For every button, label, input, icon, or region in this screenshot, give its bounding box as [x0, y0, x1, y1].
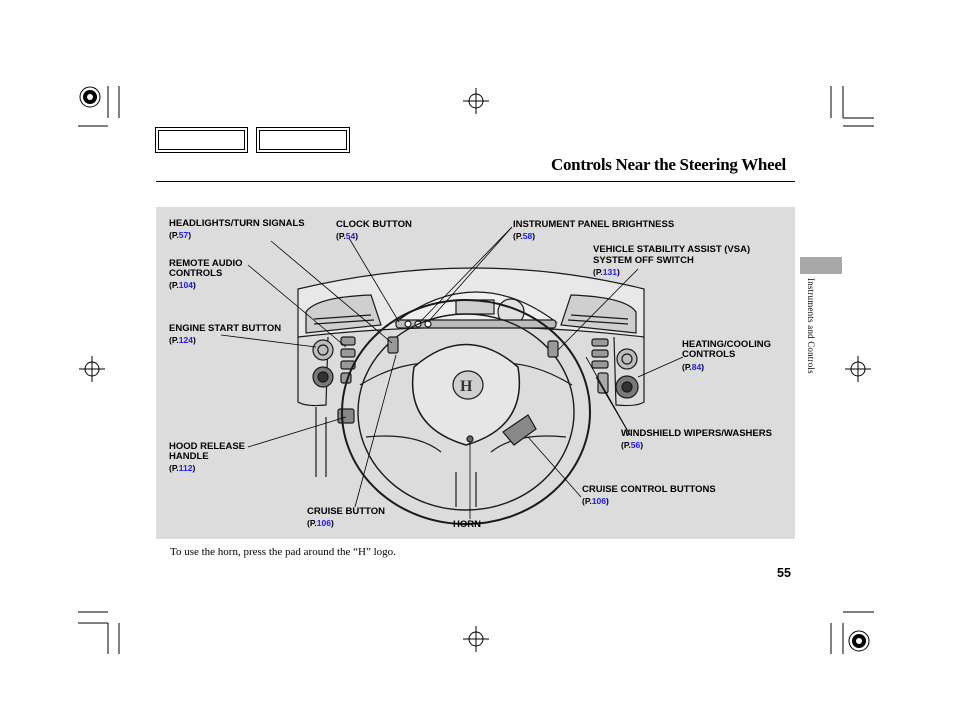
hood-release-label-2: HANDLE	[169, 451, 209, 462]
ref-page-link[interactable]: 54	[345, 231, 356, 241]
brightness-label: INSTRUMENT PANEL BRIGHTNESS	[513, 219, 675, 230]
steering-wheel-illustration: H	[220, 226, 684, 525]
section-tab[interactable]	[800, 257, 842, 274]
ref-page-link[interactable]: 84	[691, 362, 702, 372]
cruise-button-ref[interactable]: (P.106)	[307, 518, 334, 528]
hood-release-label-1: HOOD RELEASE	[169, 441, 246, 452]
ref-prefix: (P.	[582, 496, 592, 506]
ref-suffix: )	[532, 231, 536, 241]
ref-prefix: (P.	[169, 463, 179, 473]
vsa-label-2: SYSTEM OFF SWITCH	[593, 255, 694, 266]
ref-page-link[interactable]: 124	[178, 335, 193, 345]
horn-label: HORN	[453, 519, 481, 530]
ref-prefix: (P.	[593, 267, 603, 277]
ref-page-link[interactable]: 112	[178, 463, 193, 473]
nav-box-left[interactable]	[155, 127, 248, 153]
headlights-label: HEADLIGHTS/TURN SIGNALS	[169, 218, 305, 229]
ref-suffix: )	[701, 362, 705, 372]
ref-suffix: )	[192, 463, 196, 473]
nav-box-right[interactable]	[256, 127, 350, 153]
remote-audio-ref[interactable]: (P.104)	[169, 280, 196, 290]
remote-audio-label-2: CONTROLS	[169, 268, 223, 279]
hood-release-ref[interactable]: (P.112)	[169, 463, 195, 473]
ref-prefix: (P.	[682, 362, 692, 372]
caption: To use the horn, press the pad around th…	[170, 546, 396, 558]
illustration-panel: H HEADLIGHTS/TURN SIGNAL	[156, 207, 795, 539]
header-rule	[156, 181, 795, 182]
wipers-ref[interactable]: (P.56)	[621, 440, 643, 450]
ref-suffix: )	[192, 335, 196, 345]
ref-prefix: (P.	[336, 231, 346, 241]
remote-audio-label-1: REMOTE AUDIO	[169, 258, 243, 269]
ref-suffix: )	[330, 518, 334, 528]
ref-prefix: (P.	[513, 231, 523, 241]
clock-button-label: CLOCK BUTTON	[336, 219, 412, 230]
ref-prefix: (P.	[169, 280, 179, 290]
ref-suffix: )	[192, 280, 196, 290]
ref-suffix: )	[605, 496, 609, 506]
ref-page-link[interactable]: 131	[602, 267, 617, 277]
cruise-controls-ref[interactable]: (P.106)	[582, 496, 609, 506]
wipers-label: WINDSHIELD WIPERS/WASHERS	[621, 428, 772, 439]
headlights-ref[interactable]: (P.57)	[169, 230, 191, 240]
cruise-button-label: CRUISE BUTTON	[307, 506, 385, 517]
svg-text:H: H	[460, 378, 473, 395]
ref-prefix: (P.	[621, 440, 631, 450]
page-number: 55	[777, 566, 791, 580]
vsa-label-1: VEHICLE STABILITY ASSIST (VSA)	[593, 244, 751, 255]
heating-label-1: HEATING/COOLING	[682, 339, 772, 350]
heating-ref[interactable]: (P.84)	[682, 362, 704, 372]
cruise-controls-label: CRUISE CONTROL BUTTONS	[582, 484, 716, 495]
ref-page-link[interactable]: 106	[591, 496, 606, 506]
heating-label-2: CONTROLS	[682, 349, 736, 360]
ref-page-link[interactable]: 104	[178, 280, 193, 290]
ref-suffix: )	[616, 267, 620, 277]
ref-prefix: (P.	[169, 335, 179, 345]
ref-page-link[interactable]: 106	[316, 518, 331, 528]
ref-prefix: (P.	[169, 230, 179, 240]
clock-button-ref[interactable]: (P.54)	[336, 231, 358, 241]
ref-page-link[interactable]: 56	[630, 440, 641, 450]
vsa-ref[interactable]: (P.131)	[593, 267, 620, 277]
engine-start-ref[interactable]: (P.124)	[169, 335, 196, 345]
page-title: Controls Near the Steering Wheel	[551, 155, 786, 174]
ref-suffix: )	[640, 440, 644, 450]
ref-suffix: )	[355, 231, 359, 241]
ref-page-link[interactable]: 57	[178, 230, 189, 240]
brightness-ref[interactable]: (P.58)	[513, 231, 535, 241]
engine-start-label: ENGINE START BUTTON	[169, 323, 282, 334]
ref-prefix: (P.	[307, 518, 317, 528]
section-label: Instruments and Controls	[806, 278, 816, 374]
ref-suffix: )	[188, 230, 192, 240]
ref-page-link[interactable]: 58	[522, 231, 533, 241]
